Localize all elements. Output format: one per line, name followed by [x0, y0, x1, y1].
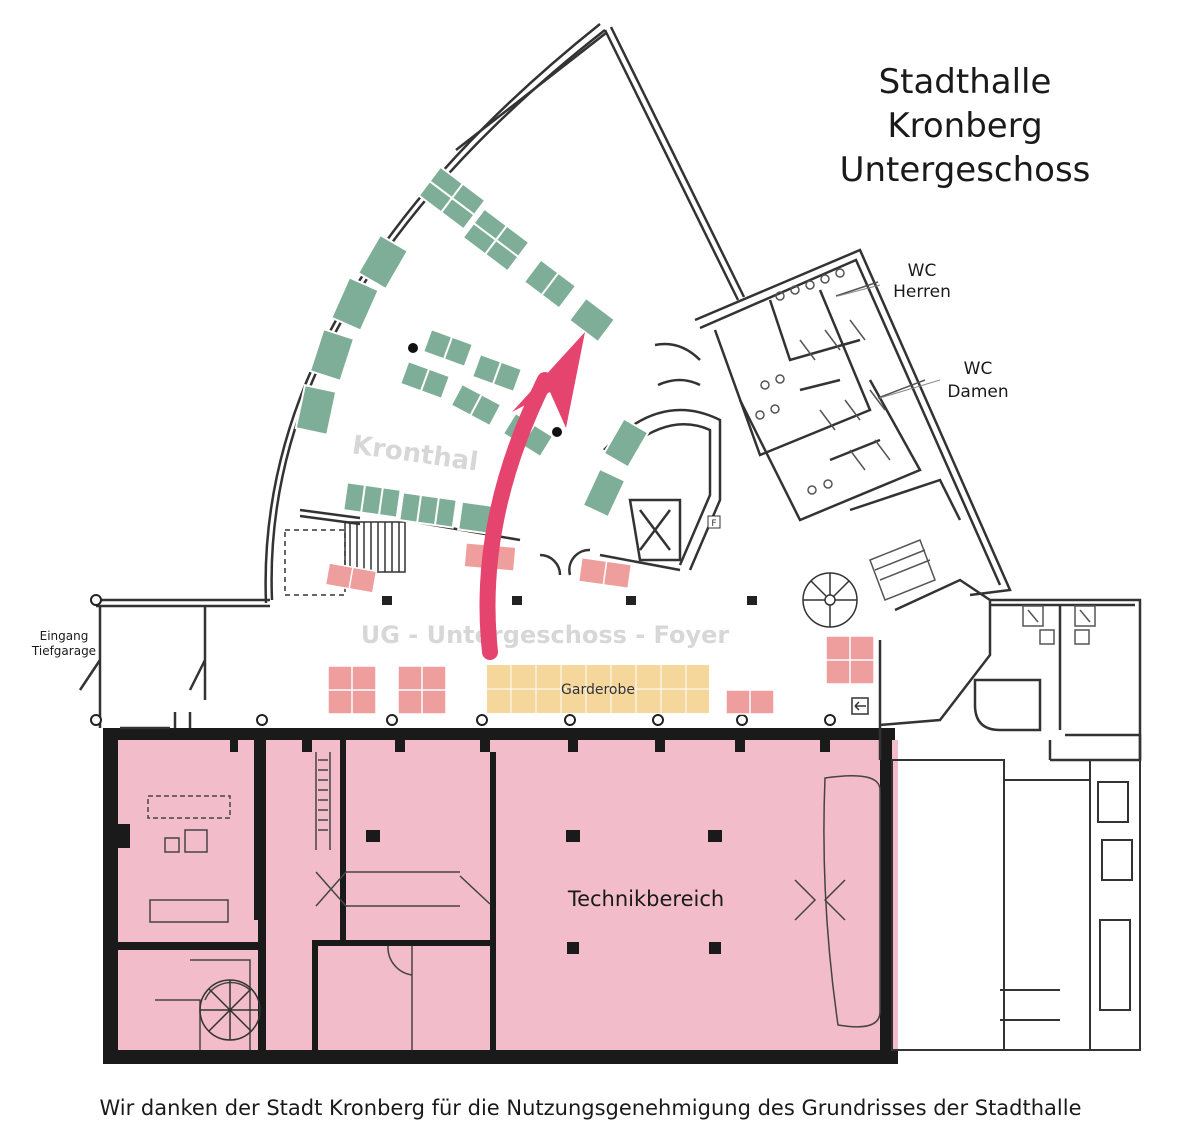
direction-arrow: [479, 372, 553, 660]
wc-block-walls: [694, 248, 1012, 597]
technik-label: Technikbereich: [567, 887, 724, 911]
annex-fixtures: [1022, 605, 1096, 645]
exit-arrow-icon: [851, 697, 869, 715]
title-line-3: Untergeschoss: [839, 150, 1091, 190]
fire-extinguisher-icon: [707, 515, 721, 529]
title-line-2: Kronberg: [887, 106, 1043, 146]
technik-detail-lines: [147, 752, 881, 1050]
eingang-label-2: Tiefgarage: [31, 644, 96, 658]
marker-dot: [552, 427, 562, 437]
annex-walls: [878, 578, 1142, 762]
marker-dot: [408, 343, 418, 353]
eingang-label-1: Eingang: [40, 629, 89, 643]
kronthal-label: Kronthal: [350, 430, 480, 477]
right-building: [891, 759, 1141, 1051]
technik-spiral-stair: [199, 979, 261, 1041]
wc-damen-label-1: WC: [964, 359, 993, 379]
spiral-stair: [802, 572, 858, 628]
foyer-label: UG - Untergeschoss - Foyer: [361, 621, 730, 649]
lower-building-walls: [103, 728, 898, 1064]
wc-herren-label-2: Herren: [893, 282, 951, 302]
title-line-1: Stadthalle: [878, 62, 1052, 102]
technik-area: [118, 740, 898, 1052]
wc-leader-lines: [837, 284, 941, 399]
wc-herren-label-1: WC: [908, 261, 937, 281]
direction-arrowhead: [512, 332, 585, 428]
wc-damen-label-2: Damen: [947, 382, 1008, 402]
page-title: Stadthalle Kronberg Untergeschoss: [820, 60, 1110, 192]
kronthal-tables: [294, 165, 650, 536]
wc-fixtures: [755, 268, 936, 601]
credit-text: Wir danken der Stadt Kronberg für die Nu…: [99, 1096, 1082, 1120]
garderobe-area: [487, 665, 709, 713]
fire-extinguisher-mark: F: [711, 519, 716, 529]
garderobe-label: Garderobe: [561, 682, 635, 698]
foyer-walls: [78, 598, 270, 730]
foyer-columns: [90, 594, 836, 726]
